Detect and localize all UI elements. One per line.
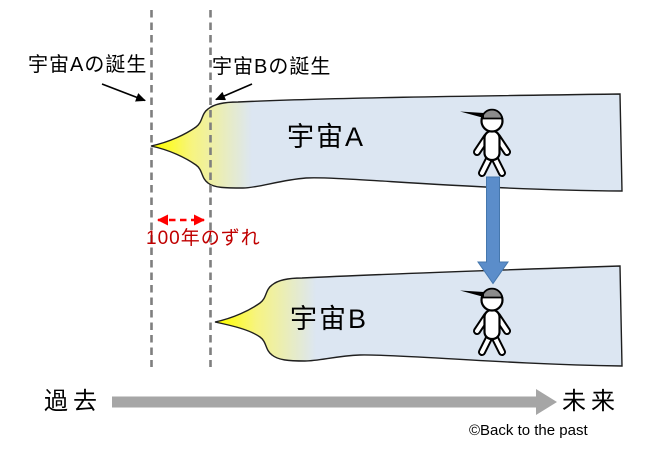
universe-a-birth-label: 宇宙Aの誕生 bbox=[28, 54, 148, 76]
time-arrow-icon bbox=[112, 389, 557, 415]
universe-a-shape bbox=[150, 93, 623, 192]
universe-b-shape bbox=[214, 265, 623, 367]
offset-label: 100年のずれ bbox=[146, 228, 261, 249]
transfer-arrow-icon bbox=[477, 176, 509, 285]
universe-b-label: 宇宙B bbox=[290, 304, 369, 334]
future-label: 未来 bbox=[562, 388, 620, 415]
past-label: 過去 bbox=[44, 388, 102, 415]
universe-b-birth-label: 宇宙Bの誕生 bbox=[212, 56, 332, 78]
universe-a-label: 宇宙A bbox=[287, 122, 366, 152]
pointer-arrow-a bbox=[101, 83, 146, 102]
credit-label: ©Back to the past bbox=[469, 422, 588, 439]
pointer-arrow-b bbox=[215, 83, 253, 101]
